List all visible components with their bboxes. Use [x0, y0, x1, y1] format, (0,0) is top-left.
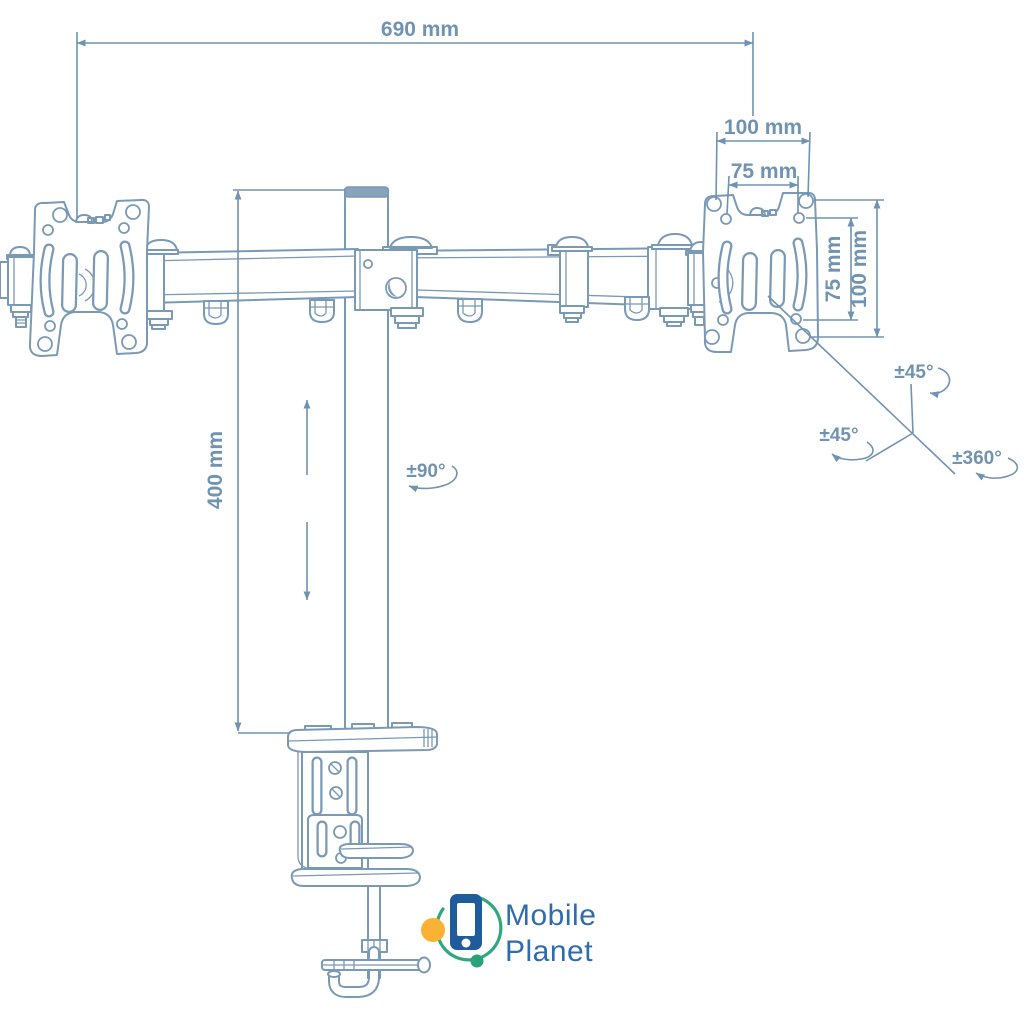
angle-monitor-rotate: ±360°: [952, 448, 1019, 481]
bolt-nut: [659, 307, 689, 327]
cable-clip: [624, 296, 650, 321]
logo-text-line2: Planet: [505, 935, 593, 968]
dimension-vesa-width-outer: 100 mm: [715, 116, 811, 201]
bolt-nut: [390, 307, 424, 329]
rotation-arrow-icon: [929, 367, 951, 399]
bolt-nut: [10, 304, 32, 328]
dimension-vesa-width-inner: 75 mm: [726, 160, 799, 215]
pole-cap: [344, 186, 389, 198]
angle-pole-swivel: ±90°: [406, 461, 458, 493]
dim-label-400: 400 mm: [204, 431, 227, 509]
cable-clip: [457, 298, 483, 323]
clamp-pad-upper: [338, 843, 414, 859]
clamp-screw: [321, 885, 431, 998]
vesa-hole: [795, 328, 811, 344]
clamp-pad-lower: [290, 868, 421, 887]
bolt-dome: [651, 233, 699, 250]
right-vesa-plate: [685, 191, 819, 353]
joint-block: [354, 249, 418, 311]
dim-label-690: 690 mm: [381, 18, 459, 41]
teal-planet-dot: [470, 954, 484, 968]
bolt-dome: [551, 236, 593, 252]
angle-label-90: ±90°: [406, 461, 445, 482]
rotation-arrow-icon: [831, 441, 874, 463]
mobile-planet-logo: Mobile Planet: [421, 894, 596, 968]
hinge-tab: [0, 261, 9, 299]
angle-leader-lines: [767, 295, 956, 475]
arm-mid-joint: [547, 236, 593, 323]
vesa-hole: [52, 207, 68, 223]
angle-label-45-left: ±45°: [819, 425, 858, 446]
dimension-arm-span: 690 mm: [76, 18, 754, 218]
angle-label-45-top: ±45°: [894, 362, 933, 383]
vesa-hole: [125, 204, 141, 220]
plate-outline: [28, 198, 150, 357]
dim-label-100-top: 100 mm: [724, 116, 802, 139]
bolt-nut: [145, 310, 173, 330]
cable-clip: [309, 299, 335, 323]
dimension-vesa-height-inner: 75 mm: [803, 217, 858, 321]
screw-handle: [321, 956, 431, 974]
dimension-pole-height: 400 mm: [204, 189, 345, 734]
dim-label-100-side: 100 mm: [848, 230, 871, 308]
vesa-hole: [704, 329, 720, 345]
vesa-hole: [706, 196, 722, 212]
left-arm: [139, 239, 359, 330]
phone-icon: [450, 894, 482, 950]
angle-monitor-swivel: ±45°: [819, 425, 874, 463]
dimension-vesa-height-outer: 100 mm: [812, 199, 884, 338]
vesa-hole: [37, 336, 53, 352]
hinge-bracket: [7, 256, 35, 306]
vesa-hole: [121, 334, 137, 350]
bolt-nut: [559, 305, 585, 323]
vesa-hole: [798, 193, 814, 209]
desk-clamp: [287, 722, 438, 998]
dim-label-75-side: 75 mm: [822, 236, 845, 303]
logo-text-line1: Mobile: [505, 899, 596, 932]
rotation-arrow-icon: [408, 465, 458, 493]
cable-clip: [203, 300, 229, 325]
rotation-arrow-icon: [975, 457, 1019, 481]
yellow-planet-dot: [421, 918, 445, 942]
angle-monitor-tilt: ±45°: [894, 362, 951, 399]
clamp-base-plate: [287, 722, 438, 753]
angle-label-360: ±360°: [952, 448, 1002, 469]
dim-label-75-top: 75 mm: [731, 160, 798, 183]
left-vesa-plate: [0, 198, 150, 357]
pole-arm-joint: [354, 236, 438, 329]
